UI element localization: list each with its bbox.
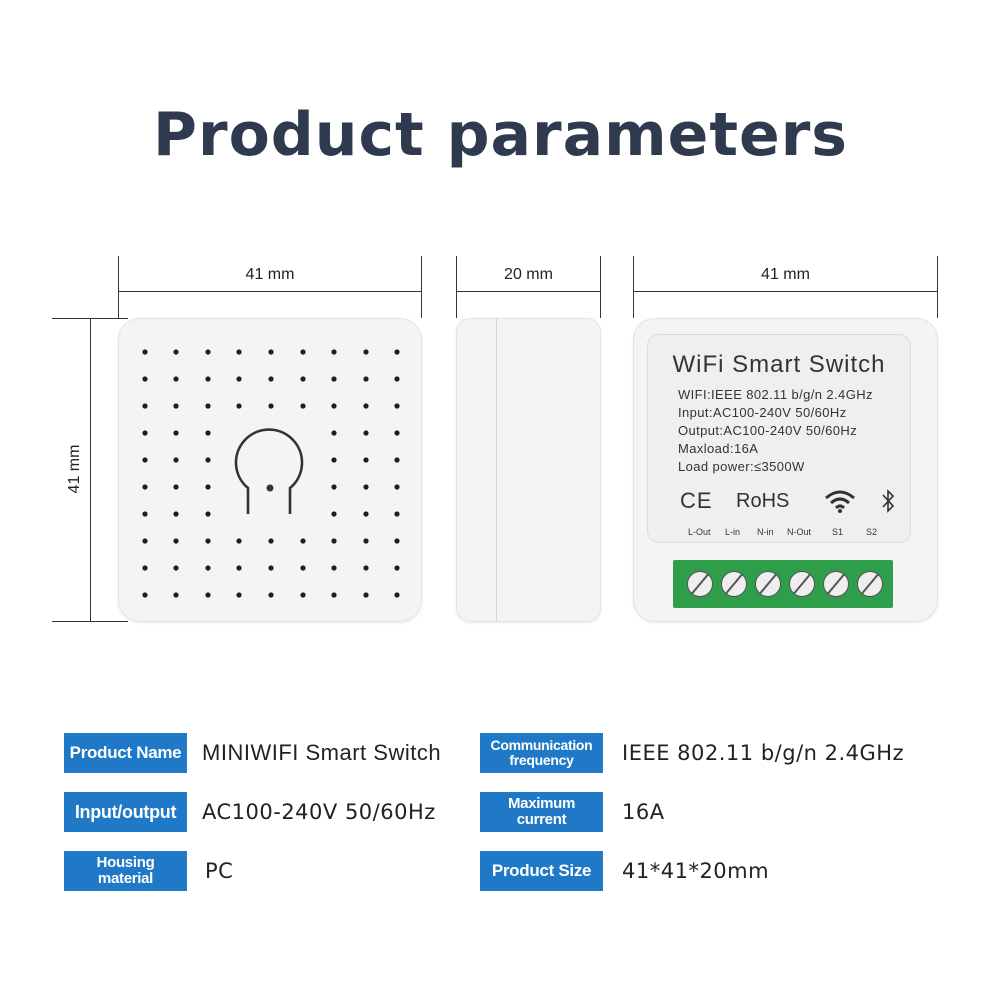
spec-label: frequency — [509, 752, 574, 768]
terminal-block — [673, 560, 893, 608]
spec-value-product-size: 41*41*20mm — [622, 859, 770, 883]
ce-mark: CE — [680, 488, 713, 513]
dimension-tick — [456, 256, 457, 318]
rohs-mark: RoHS — [736, 490, 790, 512]
terminal-screw — [687, 571, 713, 597]
terminal-label-s1: S1 — [832, 527, 844, 537]
label-title: WiFi Smart Switch — [672, 351, 886, 378]
spec-badge-maximum-current: Maximum current — [480, 792, 603, 832]
dimension-tick — [421, 256, 422, 318]
spec-badge-input-output: Input/output — [64, 792, 187, 832]
device-front-view — [118, 318, 422, 622]
page-title: Product parameters — [153, 100, 848, 170]
terminal-label-n-in: N-in — [757, 527, 774, 537]
terminal-screw — [721, 571, 747, 597]
spec-badge-product-size: Product Size — [480, 851, 603, 891]
bluetooth-icon — [882, 489, 895, 513]
spec-label: material — [97, 870, 154, 887]
terminal-screw — [823, 571, 849, 597]
spec-badge-housing: Housing material — [64, 851, 187, 891]
terminal-label-s2: S2 — [866, 527, 878, 537]
side-seam — [496, 318, 497, 622]
spec-label: Maximum — [507, 795, 576, 813]
spec-label: Housing — [96, 854, 155, 872]
label-line-load-power: Load power:≤3500W — [678, 459, 805, 474]
terminal-label-l-in: L-in — [725, 527, 741, 537]
spec-label: Product Name — [69, 743, 182, 763]
spec-label: Input/output — [74, 801, 177, 822]
height-label: 41 mm — [66, 444, 83, 494]
dimension-line — [456, 291, 601, 292]
label-line-maxload: Maxload:16A — [678, 441, 759, 456]
terminal-screw — [857, 571, 883, 597]
device-side-view — [456, 318, 601, 622]
spec-value-maximum-current: 16A — [622, 800, 665, 824]
reset-button-icon — [234, 428, 304, 514]
dimension-tick — [118, 256, 119, 318]
dimension-tick — [633, 256, 634, 318]
dimension-tick — [937, 256, 938, 318]
side-depth-label: 20 mm — [504, 266, 553, 283]
spec-value-product-name: MINIWIFI Smart Switch — [202, 740, 442, 765]
vent-holes-pattern — [142, 349, 400, 598]
device-label: WiFi Smart Switch WIFI:IEEE 802.11 b/g/n… — [647, 334, 911, 543]
wifi-icon — [825, 490, 855, 513]
spec-value-housing: PC — [205, 859, 234, 883]
label-line-wifi: WIFI:IEEE 802.11 b/g/n 2.4GHz — [678, 387, 873, 402]
terminal-screw — [789, 571, 815, 597]
spec-label: Product Size — [491, 861, 592, 881]
label-line-output: Output:AC100-240V 50/60Hz — [678, 423, 858, 438]
dimension-tick — [600, 256, 601, 318]
terminal-screw — [755, 571, 781, 597]
terminal-label-n-out: N-Out — [787, 527, 812, 537]
spec-label: current — [516, 811, 567, 828]
front-width-label: 41 mm — [245, 266, 295, 283]
dimension-line — [90, 318, 91, 622]
dimension-line — [118, 291, 422, 292]
label-line-input: Input:AC100-240V 50/60Hz — [678, 405, 847, 420]
back-width-label: 41 mm — [761, 266, 810, 283]
spec-value-communication: IEEE 802.11 b/g/n 2.4GHz — [622, 741, 905, 765]
spec-badge-product-name: Product Name — [64, 733, 187, 773]
spec-value-input-output: AC100-240V 50/60Hz — [202, 800, 436, 824]
terminal-label-l-out: L-Out — [688, 527, 711, 537]
spec-badge-communication: Communication frequency — [480, 733, 603, 773]
dimension-line — [633, 291, 938, 292]
spec-label: Communication — [490, 737, 593, 754]
